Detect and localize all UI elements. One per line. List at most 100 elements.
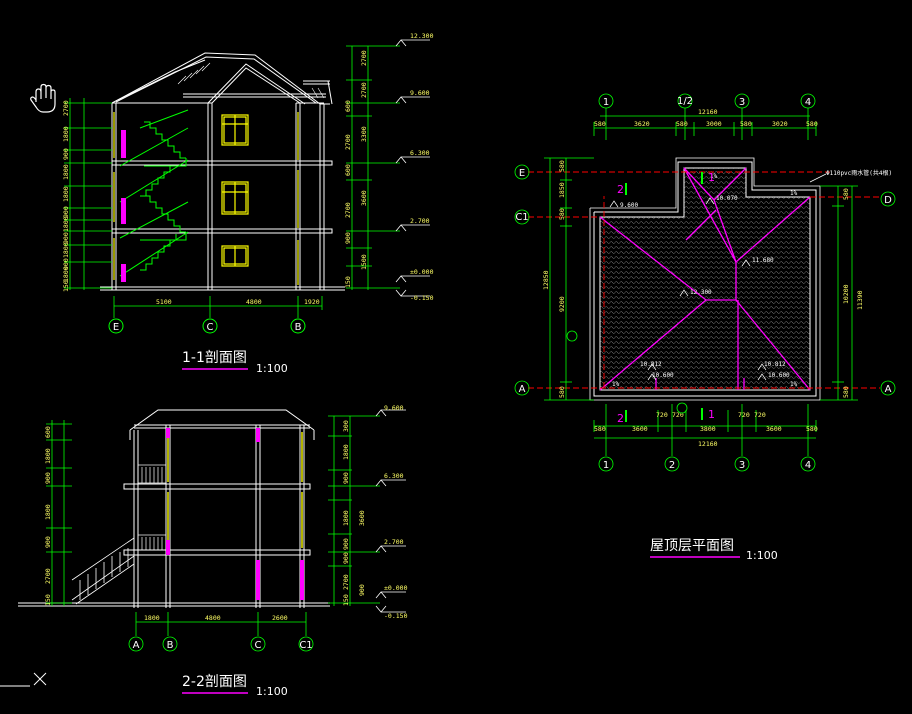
s22-rdim-2: 900: [342, 472, 350, 484]
s11-ldim-9: 900: [62, 258, 70, 270]
s22-rdim-8: 900: [358, 584, 366, 596]
roof-elev-5: 10.600: [652, 372, 674, 379]
section-2-2-level-1: 6.300: [384, 472, 404, 480]
roof-right-total: 11390: [856, 290, 864, 310]
roof-bottom-dim-8: 580: [806, 425, 818, 433]
roof-top-total: 12160: [698, 108, 718, 116]
elevation-windows: [221, 114, 249, 267]
roof-hip-lines: [599, 167, 811, 391]
roof-bottom-axis-1: 2: [669, 460, 675, 471]
s11-ldim-0: 2700: [62, 100, 70, 116]
roof-slope-2: 1%: [612, 381, 620, 388]
roof-bottom-axis-3: 4: [805, 460, 811, 471]
s11-ldim-4: 1800: [62, 186, 70, 202]
s22-rdim-6: 900: [342, 552, 350, 564]
roof-left-dim-3: 9200: [558, 296, 566, 312]
section-1-1-level-1: 9.600: [410, 89, 430, 97]
s11-rdim-10: 150: [344, 276, 352, 288]
section-1-1-level-0: 12.300: [410, 32, 434, 40]
section-1-1-level-4: ±0.000: [410, 268, 434, 276]
section-1-1: 5100 4800 1920 E C B: [62, 32, 434, 375]
s22-ldim-5: 2700: [44, 568, 52, 584]
roof-bottom-dim-6: 720: [754, 411, 766, 419]
section-1-1-dim-1: 4800: [246, 298, 262, 306]
section-1-1-level-2: 6.300: [410, 149, 430, 157]
section-2-2-axis-c: C: [255, 640, 262, 651]
s22-rdim-0: 300: [342, 420, 350, 432]
section-1-1-scale: 1:100: [256, 362, 288, 375]
roof-top-dim-6: 580: [806, 120, 818, 128]
s22-ldim-1: 1800: [44, 448, 52, 464]
section-1-1-level-5: -0.150: [410, 294, 434, 302]
roof-left-axis-1: C1: [515, 212, 528, 223]
roof-bottom-axis-0: 1: [603, 460, 609, 471]
s22-rdim-1: 1800: [342, 444, 350, 460]
s22-rdim-4: 1800: [342, 510, 350, 526]
roof-bottom-dim-4: 3800: [700, 425, 716, 433]
s11-rdim-0: 2700: [360, 50, 368, 66]
roof-elev-1: 10.070: [716, 195, 738, 202]
section-2-2-axis-b: B: [167, 640, 174, 651]
roof-top-axis-0: 1: [603, 97, 609, 108]
roof-bottom-dim-7: 3600: [766, 425, 782, 433]
roof-elev-6: 10.812: [764, 361, 786, 368]
roof-plan-title: 屋顶层平面图: [650, 538, 734, 554]
s11-ldim-11: 150: [62, 280, 70, 292]
s22-ldim-3: 1800: [44, 504, 52, 520]
section-2-2-scale: 1:100: [256, 685, 288, 698]
section-1-1-dim-2: 1920: [304, 298, 320, 306]
roof-slope-0: 1%: [710, 173, 718, 180]
roof-bottom-axis-2: 3: [739, 460, 745, 471]
roof-bottom-dim-1: 3600: [632, 425, 648, 433]
roof-slope-3: 1%: [790, 381, 798, 388]
s11-rdim-4: 2700: [344, 134, 352, 150]
roof-left-axis-0: E: [519, 168, 525, 179]
section-1-1-title: 1-1剖面图: [182, 350, 247, 366]
section-1-1-axis-e: E: [113, 322, 119, 333]
section-2-2-level-4: -0.150: [384, 612, 408, 620]
s11-ldim-5: 900: [62, 206, 70, 218]
section-2-2-level-2: 2.700: [384, 538, 404, 546]
ucs-axis-icon: [0, 672, 47, 687]
roof-bottom-dim-2: 720: [656, 411, 668, 419]
s11-rdim-3: 3300: [360, 126, 368, 142]
hand-pan-icon[interactable]: [30, 83, 56, 113]
section-2-2: 1800 4800 2600 A B C C1 9.600 6: [18, 404, 408, 698]
section-2-2-dim-2: 2600: [272, 614, 288, 622]
roof-top-axis-2: 3: [739, 97, 745, 108]
s11-rdim-5: 600: [344, 164, 352, 176]
roof-top-dim-3: 3000: [706, 120, 722, 128]
section-2-2-axis-c1: C1: [299, 640, 312, 651]
s22-ldim-4: 900: [44, 536, 52, 548]
roof-bottom-dim-5: 720: [738, 411, 750, 419]
roof-section-mark-3: 2: [617, 412, 624, 425]
section-2-2-dim-0: 1800: [144, 614, 160, 622]
roof-top-dim-0: 580: [594, 120, 606, 128]
s11-rdim-1: 2700: [360, 82, 368, 98]
roof-section-mark-1: 2: [617, 183, 624, 196]
s11-rdim-9: 1500: [360, 254, 368, 270]
roof-right-dim-1: 10200: [842, 284, 850, 304]
roof-left-dim-4: 580: [558, 386, 566, 398]
s22-ldim-0: 600: [44, 426, 52, 438]
roof-bottom-total: 12160: [698, 440, 718, 448]
roof-left-dim-0: 580: [558, 160, 566, 172]
s22-ldim-2: 900: [44, 472, 52, 484]
s11-rdim-8: 900: [344, 232, 352, 244]
roof-bottom-dim-0: 580: [594, 425, 606, 433]
roof-slope-1: 1%: [790, 190, 798, 197]
section-1-1-axis-b: B: [295, 322, 302, 333]
roof-top-dim-4: 580: [740, 120, 752, 128]
s22-rdim-3: 3600: [358, 510, 366, 526]
s11-rdim-2: 600: [344, 100, 352, 112]
roof-right-dim-0: 580: [842, 188, 850, 200]
roof-right-axis-0: D: [884, 195, 892, 206]
section-2-2-columns: [166, 428, 304, 600]
section-columns: [121, 130, 126, 282]
section-2-2-axis-a: A: [133, 640, 140, 651]
s11-ldim-8: 1800: [62, 242, 70, 258]
s22-rdim-7: 2700: [342, 574, 350, 590]
s11-rdim-6: 3600: [360, 190, 368, 206]
